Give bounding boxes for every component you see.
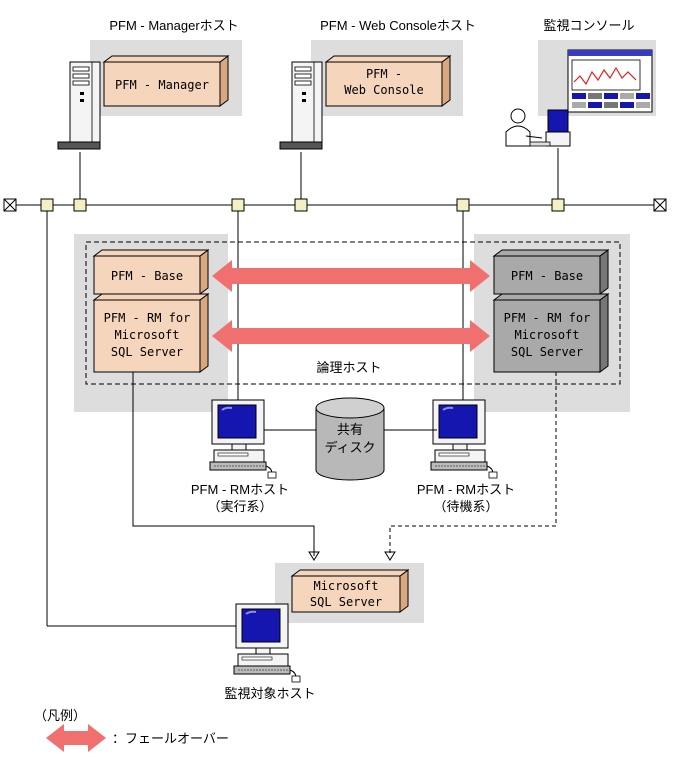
bus-nodes [40,198,565,212]
web-console-host-title: PFM - Web Consoleホスト [320,18,476,33]
manager-host-title: PFM - Managerホスト [109,18,238,33]
web-console-label-2: Web Console [344,83,423,97]
legend-failover-arrow-icon [46,724,106,752]
pfm-rm-active-box: PFM - RM for Microsoft SQL Server [92,293,210,373]
bus-terminator-left [3,198,17,212]
operator-person-icon [505,108,571,147]
pfm-manager-box: PFM - Manager [102,55,230,107]
mssql-box: Microsoft SQL Server [290,569,410,613]
web-console-label-1: PFM - [366,67,402,81]
pfm-rm-active-label-1: PFM - RM for [104,311,191,325]
web-console-server-icon [279,61,323,150]
failover-arrow-base [212,260,490,292]
shared-disk-label-1: 共有 [337,422,363,437]
mssql-label-2: SQL Server [310,595,382,609]
logical-host-label: 論理ホスト [316,360,381,375]
pfm-rm-active-label-3: SQL Server [111,345,183,359]
manager-server-icon [57,61,101,150]
pfm-base-standby-label: PFM - Base [511,269,583,283]
shared-disk-label-2: ディスク [324,440,375,455]
monitored-host-label: 監視対象ホスト [224,686,315,701]
rm-host-standby-label-2: （待機系） [433,499,498,514]
mssql-label-1: Microsoft [313,579,378,593]
logical-host-boundary [85,241,621,385]
monitor-line-standby [389,372,557,556]
rm-host-active-label-1: PFM - RMホスト [191,482,289,497]
pfm-rm-standby-label-1: PFM - RM for [504,311,591,325]
rm-host-active-label-2: （実行系） [207,499,272,514]
legend-title: （凡例） [34,708,86,723]
bus-terminator-right [653,198,667,212]
pfm-rm-active-label-2: Microsoft [114,328,179,342]
rm-host-standby-label-1: PFM - RMホスト [417,482,515,497]
pfm-base-active-box: PFM - Base [92,249,210,295]
pfm-manager-label: PFM - Manager [115,78,209,92]
pfm-rm-standby-label-2: Microsoft [514,328,579,342]
monitor-console-title: 監視コンソール [543,18,634,33]
shared-disk-icon [315,397,385,481]
monitor-line-active [132,372,315,556]
pfm-web-console-box: PFM - Web Console [324,55,452,107]
legend-failover-label: ：フェールオーバー [112,731,229,746]
pfm-rm-standby-box: PFM - RM for Microsoft SQL Server [492,293,610,373]
monitor-console-screen [567,49,653,113]
rm-host-active-pc-icon [209,399,277,479]
failover-arrow-rm [212,320,490,352]
pfm-base-standby-box: PFM - Base [492,249,610,295]
pfm-base-active-label: PFM - Base [111,269,183,283]
pfm-rm-standby-label-3: SQL Server [511,345,583,359]
